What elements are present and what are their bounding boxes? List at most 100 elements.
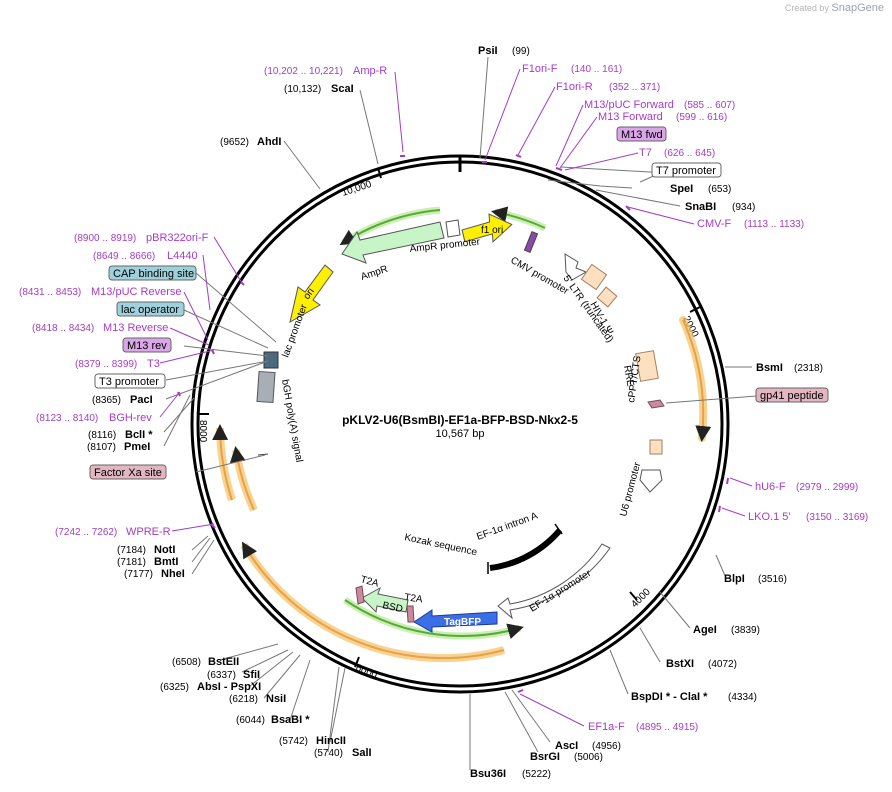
svg-text:ScaI: ScaI [331, 83, 354, 95]
green-arrow-bottom [344, 599, 524, 639]
feature-f1-ori: f1 ori [461, 213, 513, 243]
credit-prefix: Created by [784, 3, 829, 13]
enzyme-absi-pspxi: (6325)AbsI - PspXI [160, 681, 261, 693]
tick-10000: 10,000 [341, 167, 382, 199]
svg-text:CMV promoter: CMV promoter [509, 255, 571, 297]
svg-text:HincII: HincII [316, 735, 346, 747]
label-m13-fwd: M13 fwd [616, 126, 667, 142]
enzyme-sali: (5740)SalI [314, 747, 372, 759]
enzyme-blpi: BlpI(3516) [724, 573, 787, 585]
svg-text:AhdI: AhdI [257, 136, 281, 148]
svg-text:T7 promoter: T7 promoter [656, 165, 716, 177]
svg-text:AmpR: AmpR [360, 264, 390, 283]
svg-text:T2A: T2A [359, 574, 380, 589]
enzyme-sfii: (6337) SfiI [207, 669, 260, 681]
svg-text:PacI: PacI [130, 394, 153, 406]
primer-hu6-f: hU6-F(2979 .. 2999) [755, 481, 858, 493]
enzyme-pmei: (8107)PmeI [87, 441, 150, 453]
svg-text:(6508): (6508) [172, 657, 201, 668]
feature-ef1a-promoter: EF-1α promoter [497, 543, 611, 620]
feature-ori: ori [289, 264, 334, 323]
primer-pbr322ori-f: (8900 .. 8919)pBR322ori-F [74, 232, 209, 244]
svg-text:(7181): (7181) [117, 557, 146, 568]
svg-text:6000: 6000 [354, 663, 379, 682]
svg-text:BsrGI: BsrGI [530, 751, 560, 763]
factor-xa-marker [257, 453, 269, 456]
svg-text:(4895 .. 4915): (4895 .. 4915) [636, 722, 698, 733]
svg-text:T3 promoter: T3 promoter [99, 376, 159, 388]
enzyme-bsmi: BsmI(2318) [756, 362, 823, 374]
svg-text:lac operator: lac operator [121, 304, 179, 316]
svg-text:M13 Reverse: M13 Reverse [103, 322, 168, 334]
svg-text:EF-1α promoter: EF-1α promoter [528, 568, 594, 615]
svg-text:BstXI: BstXI [666, 658, 694, 670]
svg-text:(8431 .. 8453): (8431 .. 8453) [19, 287, 81, 298]
primer-cmv-f: CMV-F(1113 .. 1133) [697, 218, 804, 230]
svg-text:(7184): (7184) [117, 545, 146, 556]
feature-hiv-psi: HIV-1 Ψ [587, 286, 618, 337]
svg-text:(653): (653) [708, 184, 731, 195]
svg-text:(352 .. 371): (352 .. 371) [609, 82, 660, 93]
enzyme-bsteii: (6508)BstEII [172, 656, 239, 668]
label-cap-binding-site: CAP binding site [108, 265, 197, 281]
svg-text:(8123 .. 8140): (8123 .. 8140) [36, 413, 98, 424]
svg-text:(4956): (4956) [592, 741, 621, 752]
svg-text:T3: T3 [147, 358, 160, 370]
svg-text:(5222): (5222) [522, 769, 551, 780]
svg-text:Bsu36I: Bsu36I [470, 768, 506, 780]
svg-text:RRE: RRE [621, 365, 636, 388]
green-arrow-topleft [339, 209, 441, 246]
svg-text:AgeI: AgeI [693, 624, 717, 636]
svg-text:SpeI: SpeI [670, 183, 693, 195]
svg-text:M13/pUC Forward: M13/pUC Forward [584, 99, 674, 111]
svg-text:(5740): (5740) [314, 748, 343, 759]
svg-text:BSD: BSD [381, 600, 403, 615]
svg-text:EF1a-F: EF1a-F [588, 721, 625, 733]
svg-text:SfiI: SfiI [243, 669, 260, 681]
snapgene-logo: SnapGene [831, 2, 884, 14]
primer-connectors [159, 68, 753, 727]
svg-text:(9652): (9652) [220, 137, 249, 148]
primer-f1ori-r: F1ori-R (352 .. 371) [556, 81, 660, 93]
enzyme-bsabi: (6044)BsaBI * [236, 714, 310, 726]
svg-text:BclI *: BclI * [125, 429, 153, 441]
svg-text:BGH-rev: BGH-rev [109, 412, 152, 424]
svg-text:T7: T7 [639, 147, 652, 159]
svg-text:(4072): (4072) [708, 659, 737, 670]
feature-t2a-2: T2A [404, 592, 424, 623]
svg-text:EF-1α intron A: EF-1α intron A [475, 510, 539, 542]
primer-ef1a-f: EF1a-F (4895 .. 4915) [588, 721, 698, 733]
svg-text:(8900 .. 8919): (8900 .. 8919) [74, 233, 136, 244]
svg-text:(140 .. 161): (140 .. 161) [571, 64, 622, 75]
primer-f1ori-f: F1ori-F (140 .. 161) [522, 63, 622, 75]
svg-text:(626 .. 645): (626 .. 645) [664, 148, 715, 159]
enzyme-bsu36i: Bsu36I (5222) [470, 768, 551, 780]
svg-text:(6337): (6337) [207, 670, 236, 681]
svg-text:(8107): (8107) [87, 442, 116, 453]
primer-bgh-rev: (8123 .. 8140) BGH-rev [36, 412, 152, 424]
enzyme-bcli: (8116)BclI * [88, 429, 153, 441]
svg-text:WPRE-R: WPRE-R [126, 526, 171, 538]
svg-text:F1ori-R: F1ori-R [556, 81, 593, 93]
label-lac-operator: lac operator [116, 301, 185, 317]
enzyme-bsrgi: BsrGI(5006) [530, 751, 603, 763]
primer-marks [177, 154, 729, 693]
svg-text:(8379 .. 8399): (8379 .. 8399) [75, 359, 137, 370]
svg-text:(8365): (8365) [92, 395, 121, 406]
label-factor-xa-site: Factor Xa site [89, 464, 167, 480]
feature-cmv-promoter: CMV promoter [509, 230, 571, 297]
svg-text:F1ori-F: F1ori-F [522, 63, 558, 75]
svg-text:gp41 peptide: gp41 peptide [760, 390, 824, 402]
enzyme-snabi: SnaBI(934) [685, 201, 755, 213]
svg-text:(8418 .. 8434): (8418 .. 8434) [32, 323, 94, 334]
svg-text:Kozak sequence: Kozak sequence [403, 532, 478, 558]
enzyme-spei: SpeI (653) [670, 183, 731, 195]
svg-text:LKO.1 5': LKO.1 5' [748, 511, 790, 523]
svg-text:SnaBI: SnaBI [685, 201, 716, 213]
label-t7-promoter: T7 promoter [651, 162, 722, 178]
enzyme-bstxi: BstXI (4072) [666, 658, 737, 670]
svg-text:(599 .. 616): (599 .. 616) [676, 112, 727, 123]
svg-text:M13 rev: M13 rev [127, 340, 167, 352]
primer-m13-puc-forward: M13/pUC Forward(585 .. 607) [584, 99, 735, 111]
